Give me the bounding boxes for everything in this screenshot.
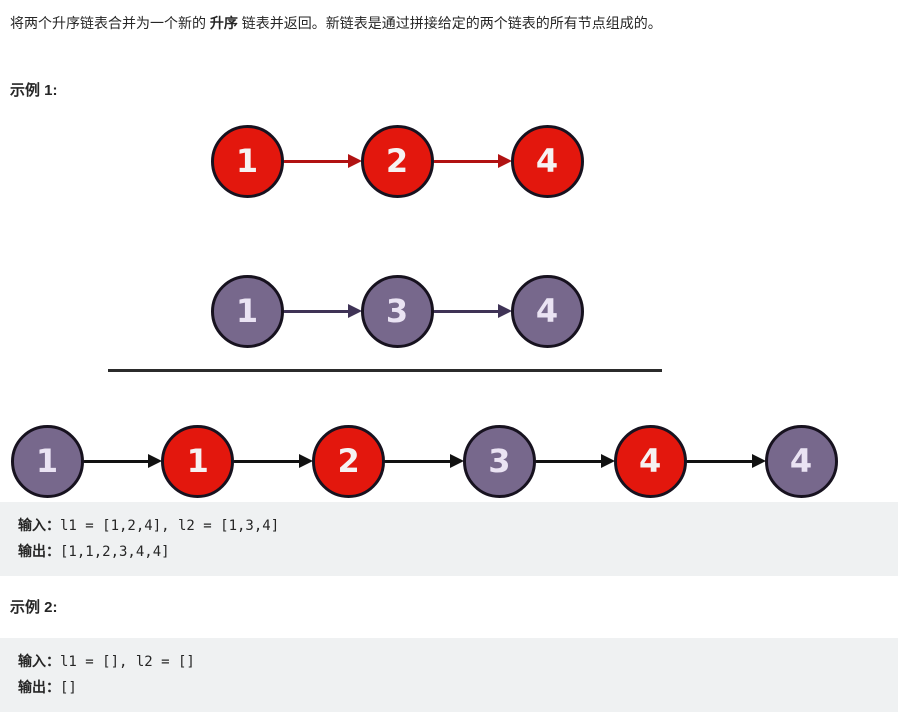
example-2-heading: 示例 2: <box>10 599 58 616</box>
link-arrow-head-icon <box>497 154 512 168</box>
list-node: 2 <box>312 424 386 498</box>
statement-bold-keyword: 升序 <box>209 15 238 31</box>
list-node: 1 <box>10 424 84 498</box>
linked-list-diagram: 1 2 4 1 3 4 1 1 2 3 4 4 <box>0 112 898 502</box>
list-node: 1 <box>210 274 284 348</box>
input-value: l1 = [1,2,4], l2 = [1,3,4] <box>60 518 280 534</box>
output-label: 输出： <box>18 679 60 695</box>
list-node: 3 <box>462 424 536 498</box>
list-node: 2 <box>360 124 434 198</box>
input-label: 输入： <box>18 653 60 669</box>
link-arrow-head-icon <box>497 304 512 318</box>
link-arrow-shaft <box>432 309 500 313</box>
link-arrow-head-icon <box>751 454 766 468</box>
link-arrow-head-icon <box>600 454 615 468</box>
link-arrow-head-icon <box>347 154 362 168</box>
divider-line <box>108 369 662 372</box>
output-value: [] <box>60 680 77 696</box>
input-label: 输入： <box>18 517 60 533</box>
list-node: 4 <box>510 124 584 198</box>
example-2-output-line: 输出：[] <box>18 675 880 701</box>
output-label: 输出： <box>18 543 60 559</box>
example-1-output-line: 输出：[1,1,2,3,4,4] <box>18 539 880 565</box>
list-node: 4 <box>613 424 687 498</box>
list-node: 1 <box>161 424 235 498</box>
list-node: 3 <box>360 274 434 348</box>
list-node: 4 <box>764 424 838 498</box>
statement-prefix: 将两个升序链表合并为一个新的 <box>10 15 210 31</box>
example-2-code-block: 输入：l1 = [], l2 = [] 输出：[] <box>0 638 898 712</box>
output-value: [1,1,2,3,4,4] <box>60 544 170 560</box>
link-arrow-head-icon <box>449 454 464 468</box>
link-arrow-shaft <box>233 459 302 463</box>
link-arrow-head-icon <box>148 454 163 468</box>
example-1-heading: 示例 1: <box>10 82 58 99</box>
input-value: l1 = [], l2 = [] <box>60 654 195 670</box>
link-arrow-head-icon <box>347 304 362 318</box>
link-arrow-shaft <box>82 459 151 463</box>
link-arrow-head-icon <box>299 454 314 468</box>
example-1-input-line: 输入：l1 = [1,2,4], l2 = [1,3,4] <box>18 513 880 539</box>
statement-suffix: 链表并返回。新链表是通过拼接给定的两个链表的所有节点组成的。 <box>237 15 662 31</box>
example-2-input-line: 输入：l1 = [], l2 = [] <box>18 649 880 675</box>
link-arrow-shaft <box>384 459 452 463</box>
problem-statement: 将两个升序链表合并为一个新的 升序 链表并返回。新链表是通过拼接给定的两个链表的… <box>0 0 898 33</box>
link-arrow-shaft <box>282 159 350 163</box>
link-arrow-shaft <box>685 459 754 463</box>
link-arrow-shaft <box>534 459 603 463</box>
list-node: 1 <box>210 124 284 198</box>
list-node: 4 <box>510 274 584 348</box>
example-1-code-block: 输入：l1 = [1,2,4], l2 = [1,3,4] 输出：[1,1,2,… <box>0 502 898 576</box>
link-arrow-shaft <box>282 309 350 313</box>
link-arrow-shaft <box>432 159 500 163</box>
